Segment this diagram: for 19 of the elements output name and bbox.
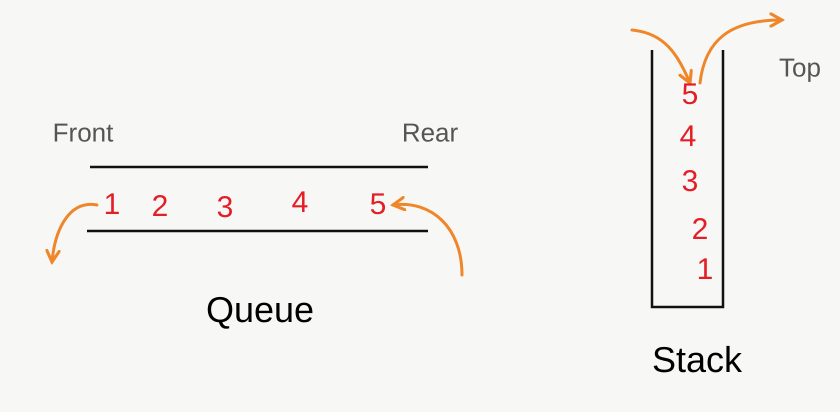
- item-number: 4: [673, 119, 703, 155]
- curved-arrow: [46, 202, 98, 264]
- curved-arrow: [698, 12, 784, 84]
- item-number: 4: [285, 185, 315, 221]
- side-label: Top: [779, 52, 821, 84]
- item-number: 1: [97, 187, 127, 223]
- side-label: Rear: [402, 118, 458, 148]
- item-number: 3: [675, 164, 705, 200]
- curved-arrow: [391, 196, 464, 276]
- item-number: 1: [690, 252, 720, 288]
- title-label: Stack: [652, 339, 742, 381]
- item-number: 3: [210, 190, 240, 226]
- side-label: Front: [52, 118, 114, 148]
- title-label: Queue: [206, 289, 314, 331]
- item-number: 5: [363, 187, 393, 223]
- item-number: 5: [675, 77, 705, 113]
- item-number: 2: [685, 212, 715, 248]
- curved-arrow: [630, 28, 693, 85]
- item-number: 2: [145, 189, 175, 225]
